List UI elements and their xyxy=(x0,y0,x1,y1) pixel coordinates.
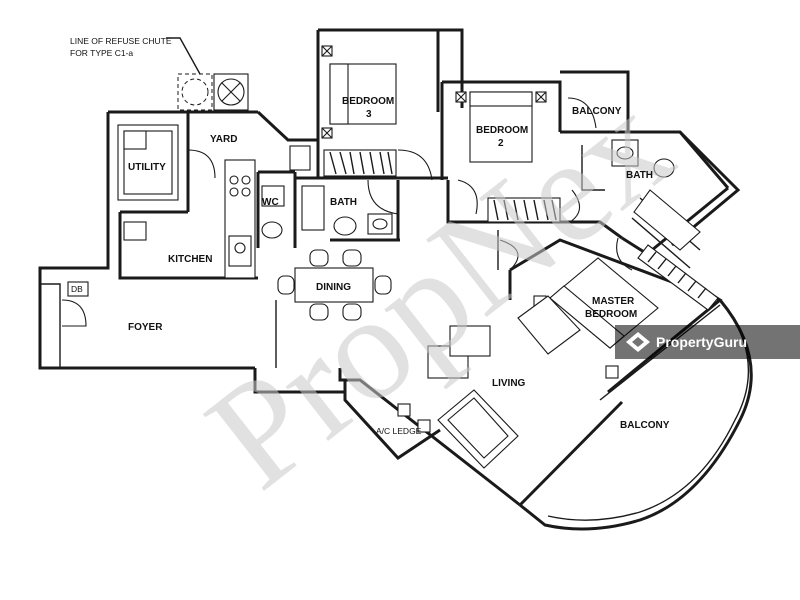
label-living: LIVING xyxy=(492,378,526,389)
refuse-chute xyxy=(177,73,249,111)
label-bedroom3: BEDROOM 3 xyxy=(342,96,397,120)
bath2-fixtures xyxy=(611,139,701,251)
propertyguru-badge: PropertyGuru xyxy=(615,325,800,359)
wardrobe-bedroom2 xyxy=(487,197,561,223)
propertyguru-text: PropertyGuru xyxy=(656,334,747,350)
propertyguru-logo-icon xyxy=(626,332,650,352)
label-bedroom2: BEDROOM 2 xyxy=(476,125,531,149)
note-leader-line xyxy=(166,37,201,75)
kitchen-counter xyxy=(123,159,256,279)
label-yard: YARD xyxy=(210,134,237,145)
label-wc: WC xyxy=(262,197,279,208)
dining-set xyxy=(277,249,392,321)
note-line1: LINE OF REFUSE CHUTE xyxy=(70,36,172,46)
wc-fixtures xyxy=(261,145,311,239)
label-master-bedroom: MASTER BEDROOM xyxy=(585,296,637,320)
utility-washer xyxy=(117,124,179,201)
label-db: DB xyxy=(71,284,83,294)
refuse-chute-note: LINE OF REFUSE CHUTE FOR TYPE C1-a xyxy=(70,36,201,75)
db-box xyxy=(67,281,89,297)
label-utility: UTILITY xyxy=(128,162,166,173)
label-ac-ledge: A/C LEDGE xyxy=(376,426,422,436)
note-line2: FOR TYPE C1-a xyxy=(70,48,133,58)
label-balcony-main: BALCONY xyxy=(620,420,670,431)
label-foyer: FOYER xyxy=(128,322,163,333)
living-sofa xyxy=(427,295,581,469)
balcony-inner-line xyxy=(547,309,750,521)
wardrobe-bedroom3 xyxy=(323,149,397,177)
ac-units xyxy=(397,403,431,433)
label-bath2: BATH xyxy=(626,170,653,181)
room-labels: BEDROOM 3 BEDROOM 2 MASTER BEDROOM BALCO… xyxy=(67,96,670,436)
exterior-walls xyxy=(38,28,741,507)
doors xyxy=(61,97,633,327)
wardrobe-master xyxy=(637,244,719,311)
label-kitchen: KITCHEN xyxy=(168,254,212,265)
bed-bedroom2 xyxy=(455,91,547,163)
bath1-fixtures xyxy=(301,185,393,236)
label-balcony-top: BALCONY xyxy=(572,106,622,117)
bed-bedroom3 xyxy=(321,45,397,139)
label-bath1: BATH xyxy=(330,197,357,208)
balcony-curve-wall xyxy=(519,299,753,531)
label-dining: DINING xyxy=(316,282,351,293)
